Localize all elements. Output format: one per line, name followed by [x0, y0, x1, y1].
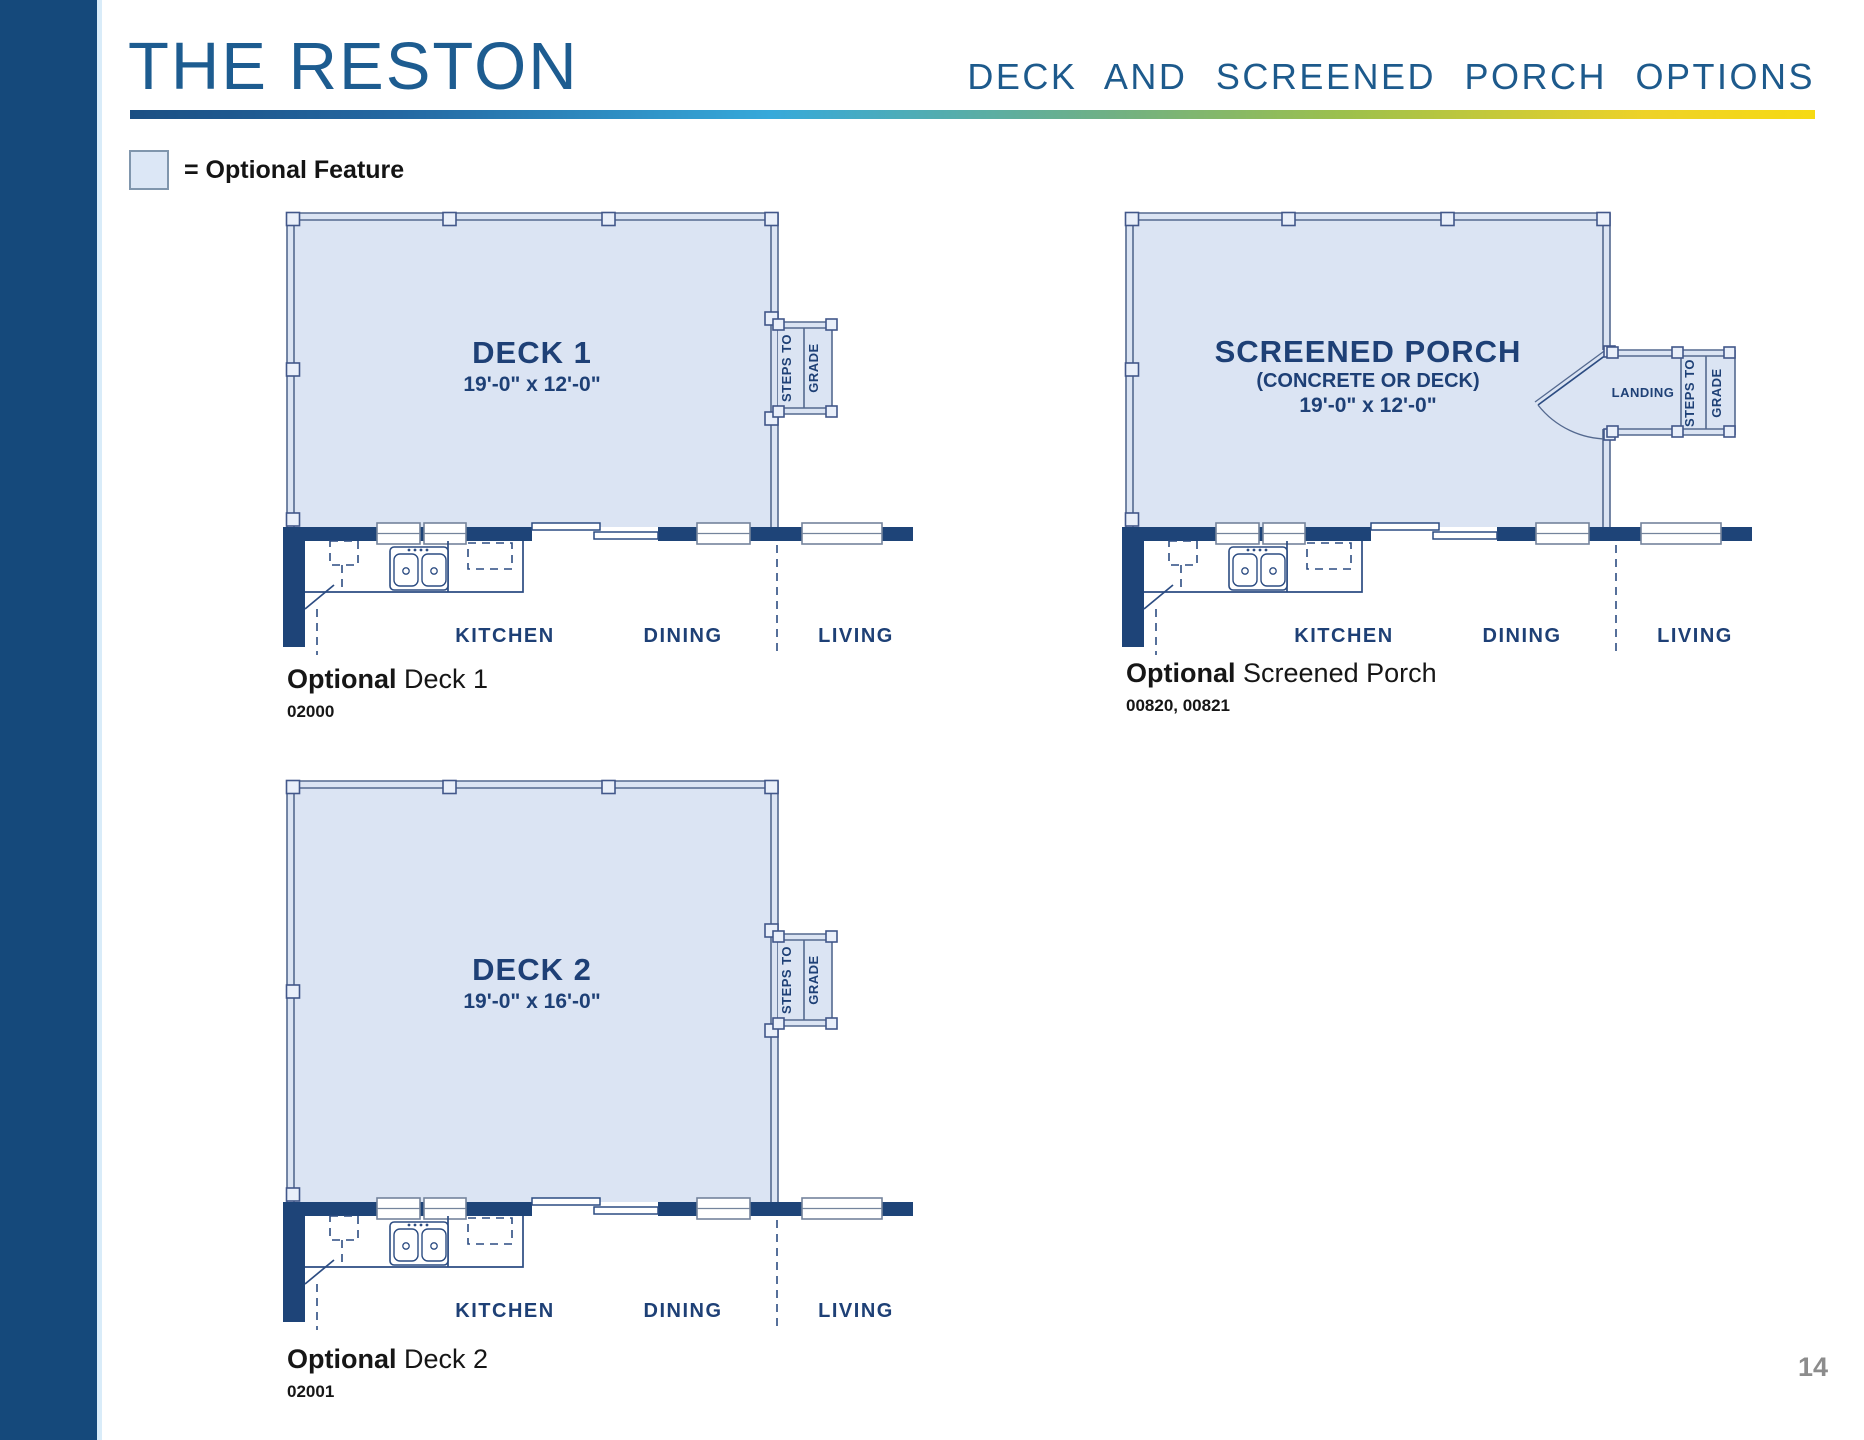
gradient-rule	[130, 110, 1815, 119]
porch-steps-label-1: STEPS TO	[1682, 359, 1697, 427]
porch-body	[1124, 211, 1611, 527]
deck1-dining-label: DINING	[644, 625, 723, 647]
deck2-body	[285, 779, 779, 1202]
deck1-steps-label-2: GRADE	[806, 343, 821, 392]
porch-landing-label: LANDING	[1612, 385, 1675, 400]
porch-landing-steps	[1606, 346, 1736, 438]
deck2-kitchen-label: KITCHEN	[455, 1300, 554, 1322]
deck1-caption-bold: Optional	[287, 664, 397, 694]
deck1-floorplan: STEPS TO GRADE DECK 1 19'-0" x 12'-0" KI…	[282, 211, 914, 658]
page-title: THE RESTON	[128, 29, 579, 104]
deck1-room-dims: 19'-0" x 12'-0"	[463, 373, 600, 396]
deck1-caption: Optional Deck 1 02000	[287, 664, 488, 722]
porch-caption: Optional Screened Porch 00820, 00821	[1126, 658, 1437, 716]
porch-room-subtitle: (CONCRETE OR DECK)	[1256, 370, 1479, 392]
legend-optional-swatch	[129, 150, 169, 190]
porch-room-dims: 19'-0" x 12'-0"	[1299, 394, 1436, 417]
deck1-living-label: LIVING	[818, 625, 894, 647]
deck1-room-title: DECK 1	[472, 335, 592, 370]
deck2-caption-text: Deck 2	[404, 1344, 489, 1374]
deck2-room-title: DECK 2	[472, 952, 592, 987]
deck1-option-code: 02000	[287, 702, 335, 722]
porch-option-code: 00820, 00821	[1126, 696, 1230, 716]
porch-dining-label: DINING	[1483, 625, 1562, 647]
screened-porch-floorplan: LANDING STEPS TO GRADE SCREENED PORCH (C…	[1121, 211, 1753, 658]
deck1-body	[285, 211, 779, 527]
legend-label: = Optional Feature	[184, 156, 405, 184]
porch-steps-label-2: GRADE	[1709, 368, 1724, 417]
porch-caption-bold: Optional	[1126, 658, 1236, 688]
deck2-caption-bold: Optional	[287, 1344, 397, 1374]
porch-living-label: LIVING	[1657, 625, 1733, 647]
deck2-steps-label-1: STEPS TO	[779, 946, 794, 1014]
deck2-living-label: LIVING	[818, 1300, 894, 1322]
page-subtitle: DECK AND SCREENED PORCH OPTIONS	[967, 56, 1815, 97]
deck1-kitchen-label: KITCHEN	[455, 625, 554, 647]
page-number: 14	[1797, 1352, 1828, 1382]
deck2-dining-label: DINING	[644, 1300, 723, 1322]
deck2-room-dims: 19'-0" x 16'-0"	[463, 990, 600, 1013]
deck2-caption: Optional Deck 2 02001	[287, 1344, 488, 1402]
porch-room-title: SCREENED PORCH	[1215, 334, 1522, 369]
deck2-option-code: 02001	[287, 1382, 335, 1402]
left-brand-bar	[0, 0, 102, 1440]
porch-caption-text: Screened Porch	[1243, 658, 1437, 688]
porch-kitchen-label: KITCHEN	[1294, 625, 1393, 647]
deck2-steps-label-2: GRADE	[806, 955, 821, 1004]
deck1-caption-text: Deck 1	[404, 664, 489, 694]
deck1-steps-label-1: STEPS TO	[779, 334, 794, 402]
deck2-floorplan: STEPS TO GRADE DECK 2 19'-0" x 16'-0" KI…	[282, 779, 914, 1333]
